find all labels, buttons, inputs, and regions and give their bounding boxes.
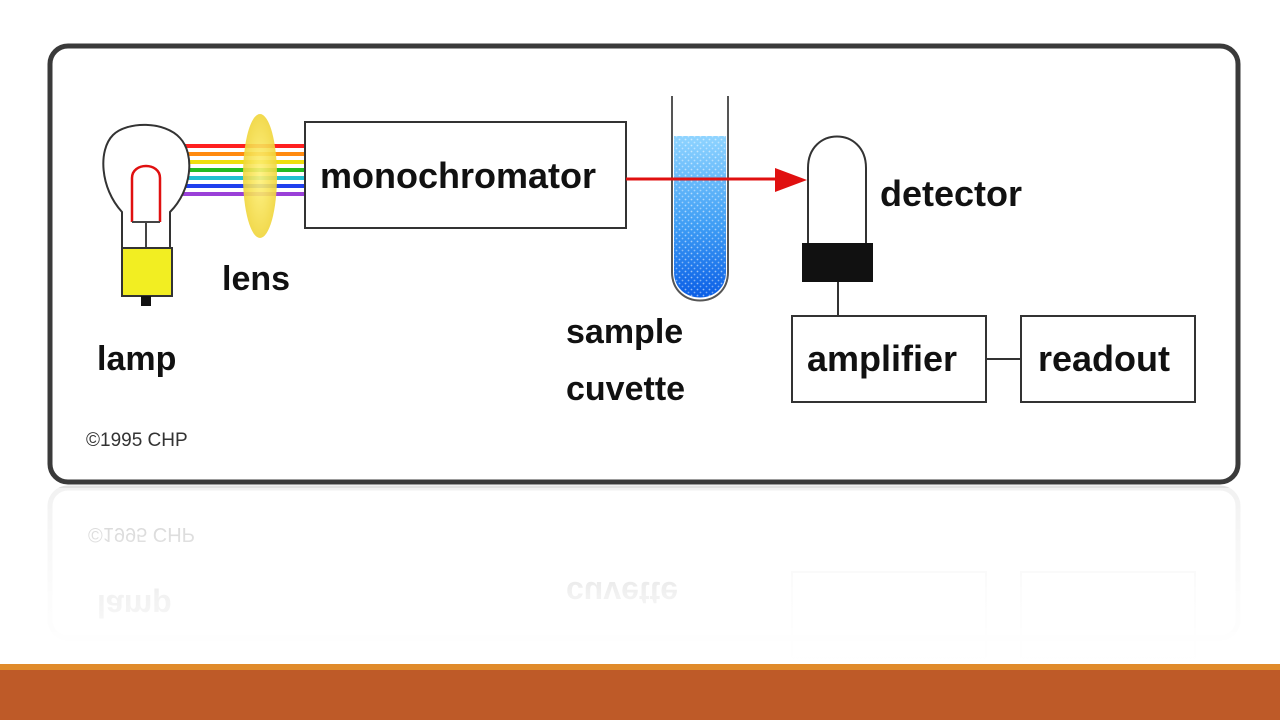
lamp-contact: [141, 296, 151, 306]
lens: [243, 114, 277, 238]
bottom-bar-accent: [0, 664, 1280, 670]
light-spectrum-beam: [168, 144, 305, 196]
bottom-bar: [0, 670, 1280, 720]
detector-cap: [802, 243, 873, 282]
lamp-filament: [130, 164, 162, 222]
lamp: [102, 123, 191, 306]
detector-label: detector: [880, 173, 1022, 214]
reflection-fade: [40, 488, 1250, 668]
amplifier-box: [791, 315, 987, 403]
copyright-text: ©1995 CHP: [86, 430, 188, 451]
sample-label: sample: [566, 313, 683, 351]
amplifier-label: amplifier: [807, 338, 957, 379]
readout-box: [1020, 315, 1196, 403]
lamp-label: lamp: [97, 340, 176, 378]
monochromator-box: [304, 121, 627, 229]
lamp-base: [121, 247, 173, 297]
readout-label: readout: [1038, 338, 1170, 379]
monochromatic-beam: [626, 168, 807, 192]
detector-dome: [807, 135, 867, 245]
lens-label: lens: [222, 260, 290, 298]
lamp-bulb-glass: [102, 123, 191, 249]
cuvette-glass: [671, 96, 729, 302]
cuvette-label: cuvette: [566, 370, 685, 408]
beam-arrow-head: [775, 168, 807, 192]
detector: [802, 135, 873, 316]
monochromator-label: monochromator: [320, 155, 596, 196]
sample-cuvette: [671, 96, 729, 302]
